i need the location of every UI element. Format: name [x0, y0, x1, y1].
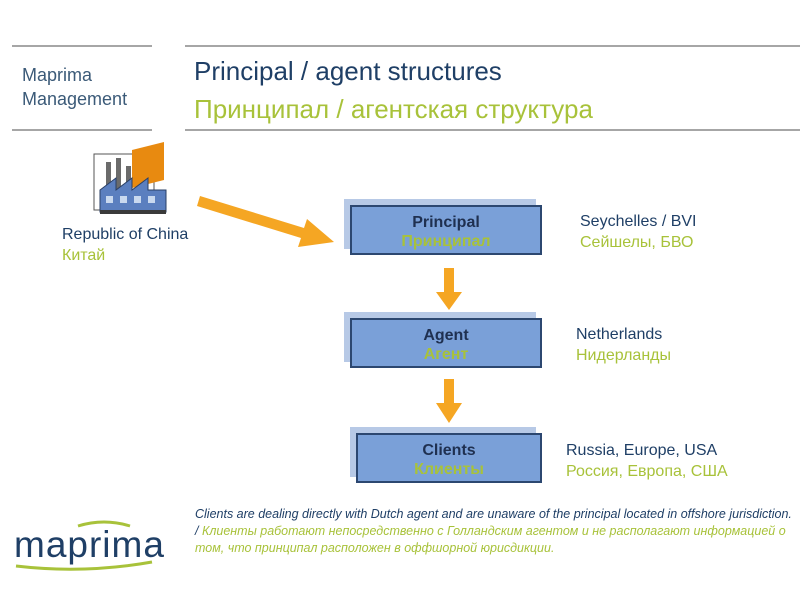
location-agent-en: Netherlands — [576, 326, 663, 343]
footnote-ru: Клиенты работают непосредственно с Голла… — [195, 524, 786, 555]
location-clients: Russia, Europe, USA Россия, Европа, США — [566, 440, 728, 482]
brand-line-1: Maprima — [22, 65, 93, 85]
clients-box: Clients Клиенты — [356, 433, 542, 483]
maprima-logo: maprima — [14, 524, 165, 565]
principal-box-ru: Принципал — [401, 233, 491, 250]
brand-line-2: Management — [22, 89, 128, 109]
clients-box-en: Clients — [422, 442, 476, 459]
logo-swoosh-icon — [15, 520, 153, 571]
agent-box-en: Agent — [423, 327, 469, 344]
location-agent: Netherlands Нидерланды — [576, 324, 671, 366]
header-rule-left-top — [12, 45, 152, 47]
location-principal: Seychelles / BVI Сейшелы, БВО — [580, 211, 697, 253]
header-rule-right-top — [185, 45, 800, 47]
header-rule-left-bottom — [12, 129, 152, 131]
source-label-ru: Китай — [62, 247, 106, 264]
header-rule-right-bottom — [185, 129, 800, 131]
principal-box: Principal Принципал — [350, 205, 542, 255]
arrow-source-to-principal — [197, 196, 334, 247]
location-agent-ru: Нидерланды — [576, 347, 671, 364]
footnote-en: Clients are dealing directly with Dutch … — [195, 507, 792, 538]
location-principal-en: Seychelles / BVI — [580, 213, 697, 230]
location-clients-ru: Россия, Европа, США — [566, 463, 728, 480]
footnote: Clients are dealing directly with Dutch … — [195, 506, 795, 557]
location-clients-en: Russia, Europe, USA — [566, 442, 718, 459]
location-principal-ru: Сейшелы, БВО — [580, 234, 694, 251]
source-label: Republic of China Китай — [62, 224, 188, 266]
page-title: Principal / agent structures — [194, 56, 502, 86]
agent-box: Agent Агент — [350, 318, 542, 368]
agent-box-ru: Агент — [423, 346, 469, 363]
clients-box-ru: Клиенты — [414, 461, 484, 478]
arrow-principal-to-agent — [436, 268, 462, 310]
arrow-agent-to-clients — [436, 379, 462, 423]
page-title-ru: Принципал / агентская структура — [194, 94, 593, 124]
source-label-en: Republic of China — [62, 226, 189, 243]
factory-icon — [93, 142, 167, 214]
principal-box-en: Principal — [412, 214, 480, 231]
